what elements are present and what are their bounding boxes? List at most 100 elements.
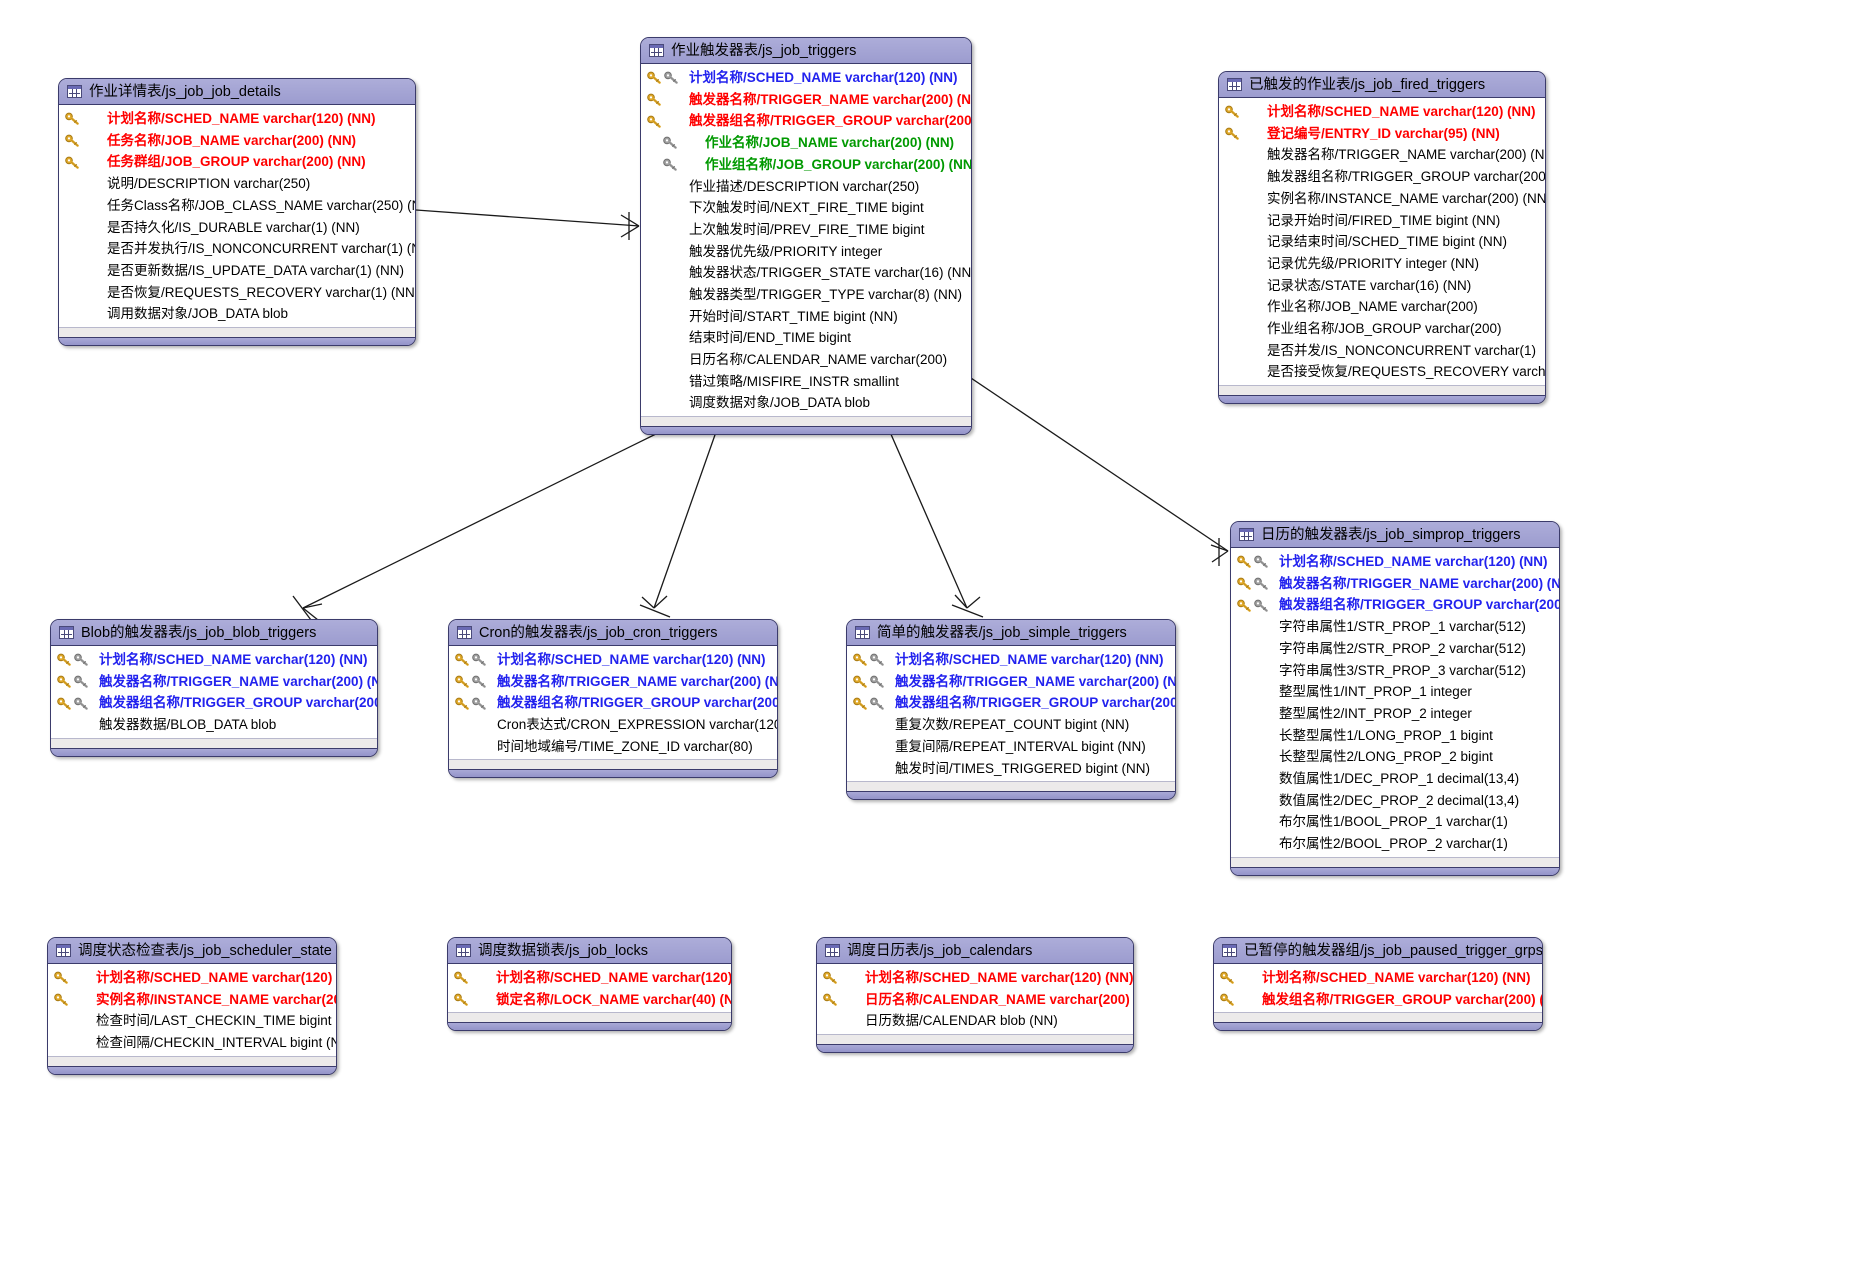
attribute-row[interactable]: 任务名称/JOB_NAME varchar(200) (NN)	[59, 130, 415, 152]
attribute-row[interactable]: 日历名称/CALENDAR_NAME varchar(200) (NN)	[817, 989, 1133, 1011]
attribute-row[interactable]: 记录结束时间/SCHED_TIME bigint (NN)	[1219, 231, 1545, 253]
attribute-row[interactable]: 作业组名称/JOB_GROUP varchar(200) (NN)	[641, 154, 971, 176]
attribute-row[interactable]: 长整型属性2/LONG_PROP_2 bigint	[1231, 746, 1559, 768]
attribute-row[interactable]: 计划名称/SCHED_NAME varchar(120) (NN)	[59, 108, 415, 130]
attribute-row[interactable]: 长整型属性1/LONG_PROP_1 bigint	[1231, 725, 1559, 747]
entity-header-job_details[interactable]: 作业详情表/js_job_job_details	[59, 79, 415, 105]
entity-cron_triggers[interactable]: Cron的触发器表/js_job_cron_triggers 计划名称/SCHED…	[448, 619, 778, 779]
attribute-row[interactable]: 计划名称/SCHED_NAME varchar(120) (NN)	[51, 649, 377, 671]
attribute-row[interactable]: 字符串属性2/STR_PROP_2 varchar(512)	[1231, 638, 1559, 660]
entity-header-cron_triggers[interactable]: Cron的触发器表/js_job_cron_triggers	[449, 620, 777, 646]
attribute-row[interactable]: 结束时间/END_TIME bigint	[641, 327, 971, 349]
attribute-row[interactable]: 计划名称/SCHED_NAME varchar(120) (NN)	[1214, 967, 1542, 989]
attribute-row[interactable]: 作业名称/JOB_NAME varchar(200) (NN)	[641, 132, 971, 154]
entity-header-paused_trigger_grps[interactable]: 已暂停的触发器组/js_job_paused_trigger_grps	[1214, 938, 1542, 964]
attribute-row[interactable]: 锁定名称/LOCK_NAME varchar(40) (NN)	[448, 989, 731, 1011]
attribute-row[interactable]: 重复间隔/REPEAT_INTERVAL bigint (NN)	[847, 736, 1175, 758]
attribute-row[interactable]: 计划名称/SCHED_NAME varchar(120) (NN)	[48, 967, 336, 989]
attribute-row[interactable]: 触发器组名称/TRIGGER_GROUP varchar(200) (NN)	[847, 692, 1175, 714]
attribute-row[interactable]: 布尔属性1/BOOL_PROP_1 varchar(1)	[1231, 811, 1559, 833]
entity-scheduler_state[interactable]: 调度状态检查表/js_job_scheduler_state 计划名称/SCHED…	[47, 937, 337, 1075]
attribute-row[interactable]: 日历名称/CALENDAR_NAME varchar(200)	[641, 349, 971, 371]
attribute-row[interactable]: 任务群组/JOB_GROUP varchar(200) (NN)	[59, 151, 415, 173]
attribute-row[interactable]: 是否持久化/IS_DURABLE varchar(1) (NN)	[59, 216, 415, 238]
entity-header-blob_triggers[interactable]: Blob的触发器表/js_job_blob_triggers	[51, 620, 377, 646]
attribute-row[interactable]: 计划名称/SCHED_NAME varchar(120) (NN)	[817, 967, 1133, 989]
entity-fired_triggers[interactable]: 已触发的作业表/js_job_fired_triggers 计划名称/SCHED_…	[1218, 71, 1546, 404]
attribute-row[interactable]: 触发器名称/TRIGGER_NAME varchar(200) (NN)	[1231, 573, 1559, 595]
entity-header-scheduler_state[interactable]: 调度状态检查表/js_job_scheduler_state	[48, 938, 336, 964]
attribute-row[interactable]: 触发器名称/TRIGGER_NAME varchar(200) (NN)	[1219, 144, 1545, 166]
attribute-row[interactable]: 是否恢复/REQUESTS_RECOVERY varchar(1) (NN)	[59, 282, 415, 304]
attribute-row[interactable]: 检查时间/LAST_CHECKIN_TIME bigint (NN)	[48, 1010, 336, 1032]
attribute-row[interactable]: 触发器状态/TRIGGER_STATE varchar(16) (NN)	[641, 262, 971, 284]
attribute-row[interactable]: 触发器组名称/TRIGGER_GROUP varchar(200) (NN)	[641, 110, 971, 132]
attribute-row[interactable]: 作业名称/JOB_NAME varchar(200)	[1219, 296, 1545, 318]
entity-locks[interactable]: 调度数据锁表/js_job_locks 计划名称/SCHED_NAME varch…	[447, 937, 732, 1032]
attribute-row[interactable]: 实例名称/INSTANCE_NAME varchar(200) (NN)	[48, 989, 336, 1011]
attribute-row[interactable]: 布尔属性2/BOOL_PROP_2 varchar(1)	[1231, 833, 1559, 855]
attribute-row[interactable]: 上次触发时间/PREV_FIRE_TIME bigint	[641, 219, 971, 241]
attribute-row[interactable]: 整型属性2/INT_PROP_2 integer	[1231, 703, 1559, 725]
attribute-row[interactable]: 触发组名称/TRIGGER_GROUP varchar(200) (NN)	[1214, 989, 1542, 1011]
attribute-row[interactable]: 触发器名称/TRIGGER_NAME varchar(200) (NN)	[449, 671, 777, 693]
attribute-row[interactable]: 字符串属性3/STR_PROP_3 varchar(512)	[1231, 659, 1559, 681]
attribute-row[interactable]: 触发器名称/TRIGGER_NAME varchar(200) (NN)	[51, 671, 377, 693]
attribute-row[interactable]: 计划名称/SCHED_NAME varchar(120) (NN)	[847, 649, 1175, 671]
attribute-row[interactable]: 触发器名称/TRIGGER_NAME varchar(200) (NN)	[847, 671, 1175, 693]
attribute-row[interactable]: 日历数据/CALENDAR blob (NN)	[817, 1010, 1133, 1032]
entity-header-locks[interactable]: 调度数据锁表/js_job_locks	[448, 938, 731, 964]
attribute-row[interactable]: 说明/DESCRIPTION varchar(250)	[59, 173, 415, 195]
entity-header-calendars[interactable]: 调度日历表/js_job_calendars	[817, 938, 1133, 964]
attribute-row[interactable]: 触发器组名称/TRIGGER_GROUP varchar(200) (NN)	[1231, 594, 1559, 616]
attribute-row[interactable]: 作业组名称/JOB_GROUP varchar(200)	[1219, 318, 1545, 340]
attribute-row[interactable]: 计划名称/SCHED_NAME varchar(120) (NN)	[641, 67, 971, 89]
entity-header-simple_triggers[interactable]: 简单的触发器表/js_job_simple_triggers	[847, 620, 1175, 646]
entity-header-job_triggers[interactable]: 作业触发器表/js_job_triggers	[641, 38, 971, 64]
attribute-row[interactable]: 触发器类型/TRIGGER_TYPE varchar(8) (NN)	[641, 284, 971, 306]
attribute-row[interactable]: 是否并发/IS_NONCONCURRENT varchar(1)	[1219, 340, 1545, 362]
attribute-row[interactable]: 时间地域编号/TIME_ZONE_ID varchar(80)	[449, 736, 777, 758]
attribute-row[interactable]: 记录状态/STATE varchar(16) (NN)	[1219, 275, 1545, 297]
entity-blob_triggers[interactable]: Blob的触发器表/js_job_blob_triggers 计划名称/SCHED…	[50, 619, 378, 757]
attribute-row[interactable]: 触发时间/TIMES_TRIGGERED bigint (NN)	[847, 757, 1175, 779]
entity-paused_trigger_grps[interactable]: 已暂停的触发器组/js_job_paused_trigger_grps 计划名称/…	[1213, 937, 1543, 1032]
attribute-row[interactable]: 调度数据对象/JOB_DATA blob	[641, 392, 971, 414]
attribute-row[interactable]: 是否更新数据/IS_UPDATE_DATA varchar(1) (NN)	[59, 260, 415, 282]
attribute-row[interactable]: 触发器名称/TRIGGER_NAME varchar(200) (NN)	[641, 89, 971, 111]
attribute-row[interactable]: 触发器组名称/TRIGGER_GROUP varchar(200) (NN)	[449, 692, 777, 714]
attribute-row[interactable]: 重复次数/REPEAT_COUNT bigint (NN)	[847, 714, 1175, 736]
attribute-row[interactable]: 是否并发执行/IS_NONCONCURRENT varchar(1) (NN)	[59, 238, 415, 260]
attribute-row[interactable]: 计划名称/SCHED_NAME varchar(120) (NN)	[1231, 551, 1559, 573]
attribute-row[interactable]: 检查间隔/CHECKIN_INTERVAL bigint (NN)	[48, 1032, 336, 1054]
attribute-row[interactable]: 触发器优先级/PRIORITY integer	[641, 241, 971, 263]
attribute-row[interactable]: 数值属性2/DEC_PROP_2 decimal(13,4)	[1231, 790, 1559, 812]
entity-simple_triggers[interactable]: 简单的触发器表/js_job_simple_triggers 计划名称/SCHED…	[846, 619, 1176, 801]
attribute-row[interactable]: 登记编号/ENTRY_ID varchar(95) (NN)	[1219, 123, 1545, 145]
entity-job_details[interactable]: 作业详情表/js_job_job_details 计划名称/SCHED_NAME …	[58, 78, 416, 346]
entity-job_triggers[interactable]: 作业触发器表/js_job_triggers 计划名称/SCHED_NAME va…	[640, 37, 972, 435]
attribute-row[interactable]: 计划名称/SCHED_NAME varchar(120) (NN)	[449, 649, 777, 671]
attribute-row[interactable]: 数值属性1/DEC_PROP_1 decimal(13,4)	[1231, 768, 1559, 790]
entity-calendars[interactable]: 调度日历表/js_job_calendars 计划名称/SCHED_NAME va…	[816, 937, 1134, 1054]
attribute-row[interactable]: 下次触发时间/NEXT_FIRE_TIME bigint	[641, 197, 971, 219]
entity-header-simprop_triggers[interactable]: 日历的触发器表/js_job_simprop_triggers	[1231, 522, 1559, 548]
attribute-row[interactable]: Cron表达式/CRON_EXPRESSION varchar(120) (NN…	[449, 714, 777, 736]
attribute-row[interactable]: 调用数据对象/JOB_DATA blob	[59, 303, 415, 325]
attribute-row[interactable]: 实例名称/INSTANCE_NAME varchar(200) (NN)	[1219, 188, 1545, 210]
attribute-row[interactable]: 作业描述/DESCRIPTION varchar(250)	[641, 175, 971, 197]
attribute-row[interactable]: 计划名称/SCHED_NAME varchar(120) (NN)	[448, 967, 731, 989]
attribute-row[interactable]: 记录开始时间/FIRED_TIME bigint (NN)	[1219, 209, 1545, 231]
attribute-row[interactable]: 触发器数据/BLOB_DATA blob	[51, 714, 377, 736]
entity-header-fired_triggers[interactable]: 已触发的作业表/js_job_fired_triggers	[1219, 72, 1545, 98]
attribute-row[interactable]: 字符串属性1/STR_PROP_1 varchar(512)	[1231, 616, 1559, 638]
attribute-row[interactable]: 计划名称/SCHED_NAME varchar(120) (NN)	[1219, 101, 1545, 123]
attribute-row[interactable]: 任务Class名称/JOB_CLASS_NAME varchar(250) (N…	[59, 195, 415, 217]
attribute-row[interactable]: 错过策略/MISFIRE_INSTR smallint	[641, 371, 971, 393]
attribute-row[interactable]: 触发器组名称/TRIGGER_GROUP varchar(200) (NN)	[1219, 166, 1545, 188]
attribute-row[interactable]: 开始时间/START_TIME bigint (NN)	[641, 306, 971, 328]
attribute-row[interactable]: 触发器组名称/TRIGGER_GROUP varchar(200) (NN)	[51, 692, 377, 714]
entity-simprop_triggers[interactable]: 日历的触发器表/js_job_simprop_triggers 计划名称/SCHE…	[1230, 521, 1560, 876]
attribute-row[interactable]: 整型属性1/INT_PROP_1 integer	[1231, 681, 1559, 703]
attribute-row[interactable]: 是否接受恢复/REQUESTS_RECOVERY varchar(1)	[1219, 361, 1545, 383]
